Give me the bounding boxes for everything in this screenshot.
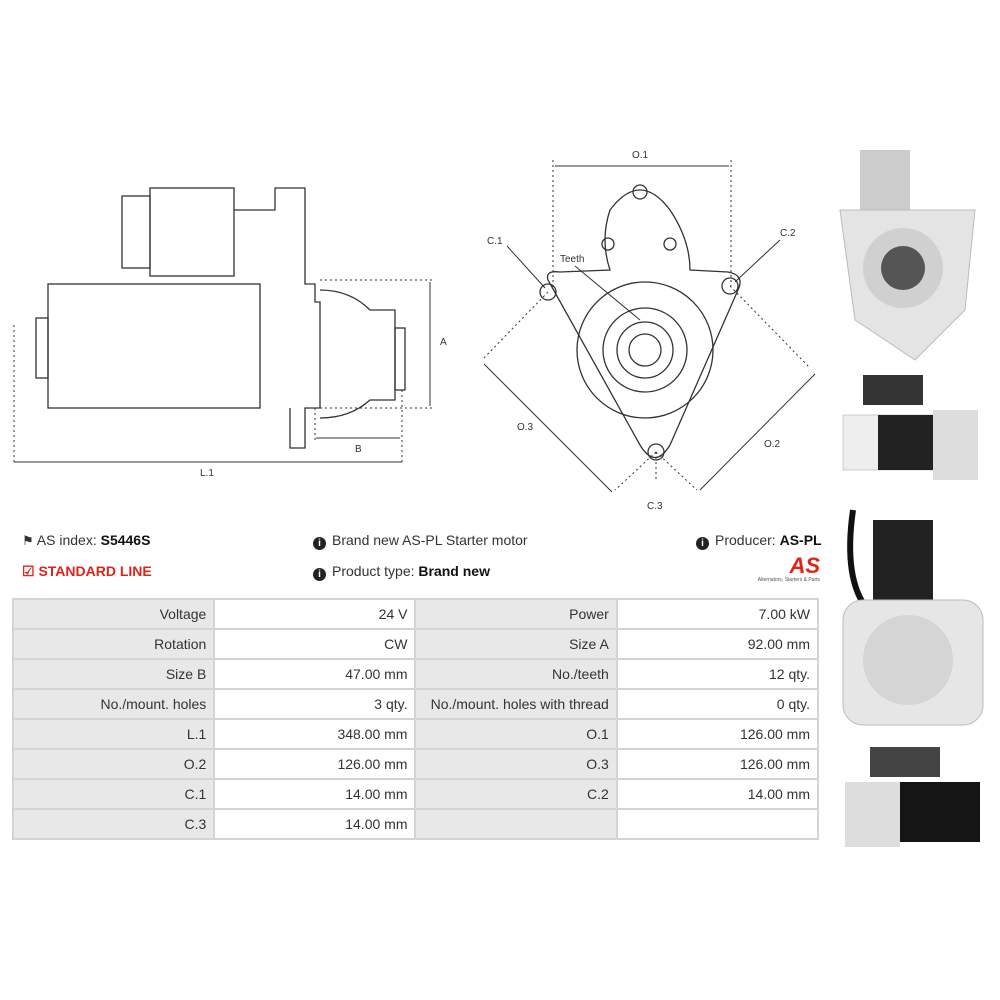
product-photo-front <box>835 150 980 365</box>
logo-tagline: Alternators, Starters & Parts <box>757 577 820 583</box>
spec-label <box>414 808 618 840</box>
as-index-value: S5446S <box>100 532 151 548</box>
spec-value: 348.00 mm <box>213 718 417 750</box>
spec-value: 92.00 mm <box>615 628 820 660</box>
as-pl-logo: AS Alternators, Starters & Parts <box>735 553 820 584</box>
technical-drawing: L.1 A B O.1 C.1 C.2 Teeth O.3 O.2 C.3 <box>13 150 816 512</box>
product-photo-rear <box>838 490 988 735</box>
spec-value: 126.00 mm <box>615 748 820 780</box>
spec-value: CW <box>213 628 417 660</box>
checkbox-icon: ☑ <box>22 563 35 579</box>
tag-icon: ⚑ <box>22 533 34 548</box>
info-icon: i <box>313 537 326 550</box>
info-icon: i <box>696 537 709 550</box>
spec-value: 12 qty. <box>615 658 820 690</box>
product-type: i Product type: Brand new <box>313 563 490 581</box>
line-badge: ☑ STANDARD LINE <box>22 563 152 580</box>
producer-label: Producer: <box>715 532 776 548</box>
spec-label: O.3 <box>414 748 618 780</box>
spec-label: C.3 <box>11 808 216 840</box>
spec-value: 0 qty. <box>615 688 820 720</box>
spec-label: Size B <box>11 658 216 690</box>
spec-value: 126.00 mm <box>615 718 820 750</box>
product-photo-angle <box>840 742 995 857</box>
l1-label: L.1 <box>200 468 214 479</box>
c1-label: C.1 <box>487 236 503 247</box>
producer: i Producer: AS-PL <box>696 532 822 550</box>
o3-label: O.3 <box>517 422 534 433</box>
teeth-label: Teeth <box>560 254 584 265</box>
spec-label: O.2 <box>11 748 216 780</box>
spec-label: Rotation <box>11 628 216 660</box>
spec-label: O.1 <box>414 718 618 750</box>
spec-value: 14.00 mm <box>213 778 417 810</box>
spec-value: 3 qty. <box>213 688 417 720</box>
description-text: Brand new AS-PL Starter motor <box>332 532 528 548</box>
as-index: ⚑ AS index: S5446S <box>22 532 150 549</box>
spec-value: 14.00 mm <box>615 778 820 810</box>
spec-label: No./teeth <box>414 658 618 690</box>
o2-label: O.2 <box>764 439 781 450</box>
spec-label: C.2 <box>414 778 618 810</box>
spec-value: 7.00 kW <box>615 598 820 630</box>
b-label: B <box>355 444 362 455</box>
spec-label: L.1 <box>11 718 216 750</box>
description: i Brand new AS-PL Starter motor <box>313 532 528 550</box>
dimension-lines <box>13 279 432 465</box>
spec-value: 126.00 mm <box>213 748 417 780</box>
o1-label: O.1 <box>632 150 649 161</box>
c3-label: C.3 <box>647 501 663 512</box>
spec-label: Size A <box>414 628 618 660</box>
line-label: STANDARD LINE <box>38 563 152 579</box>
producer-value: AS-PL <box>779 532 822 548</box>
product-type-label: Product type: <box>332 563 415 579</box>
spec-label: No./mount. holes <box>11 688 216 720</box>
product-type-value: Brand new <box>418 563 490 579</box>
spec-value: 24 V <box>213 598 417 630</box>
spec-label: C.1 <box>11 778 216 810</box>
spec-value <box>615 808 820 840</box>
c2-label: C.2 <box>780 228 796 239</box>
spec-label: Voltage <box>11 598 216 630</box>
product-photo-side <box>838 370 993 485</box>
spec-value: 14.00 mm <box>213 808 417 840</box>
as-index-label: AS index: <box>36 532 97 548</box>
info-icon: i <box>313 568 326 581</box>
spec-value: 47.00 mm <box>213 658 417 690</box>
spec-label: No./mount. holes with thread <box>414 688 618 720</box>
spec-label: Power <box>414 598 618 630</box>
side-view-drawing <box>35 187 406 449</box>
front-view-drawing <box>539 184 741 461</box>
a-label: A <box>440 337 447 348</box>
logo-text: AS <box>789 553 820 578</box>
